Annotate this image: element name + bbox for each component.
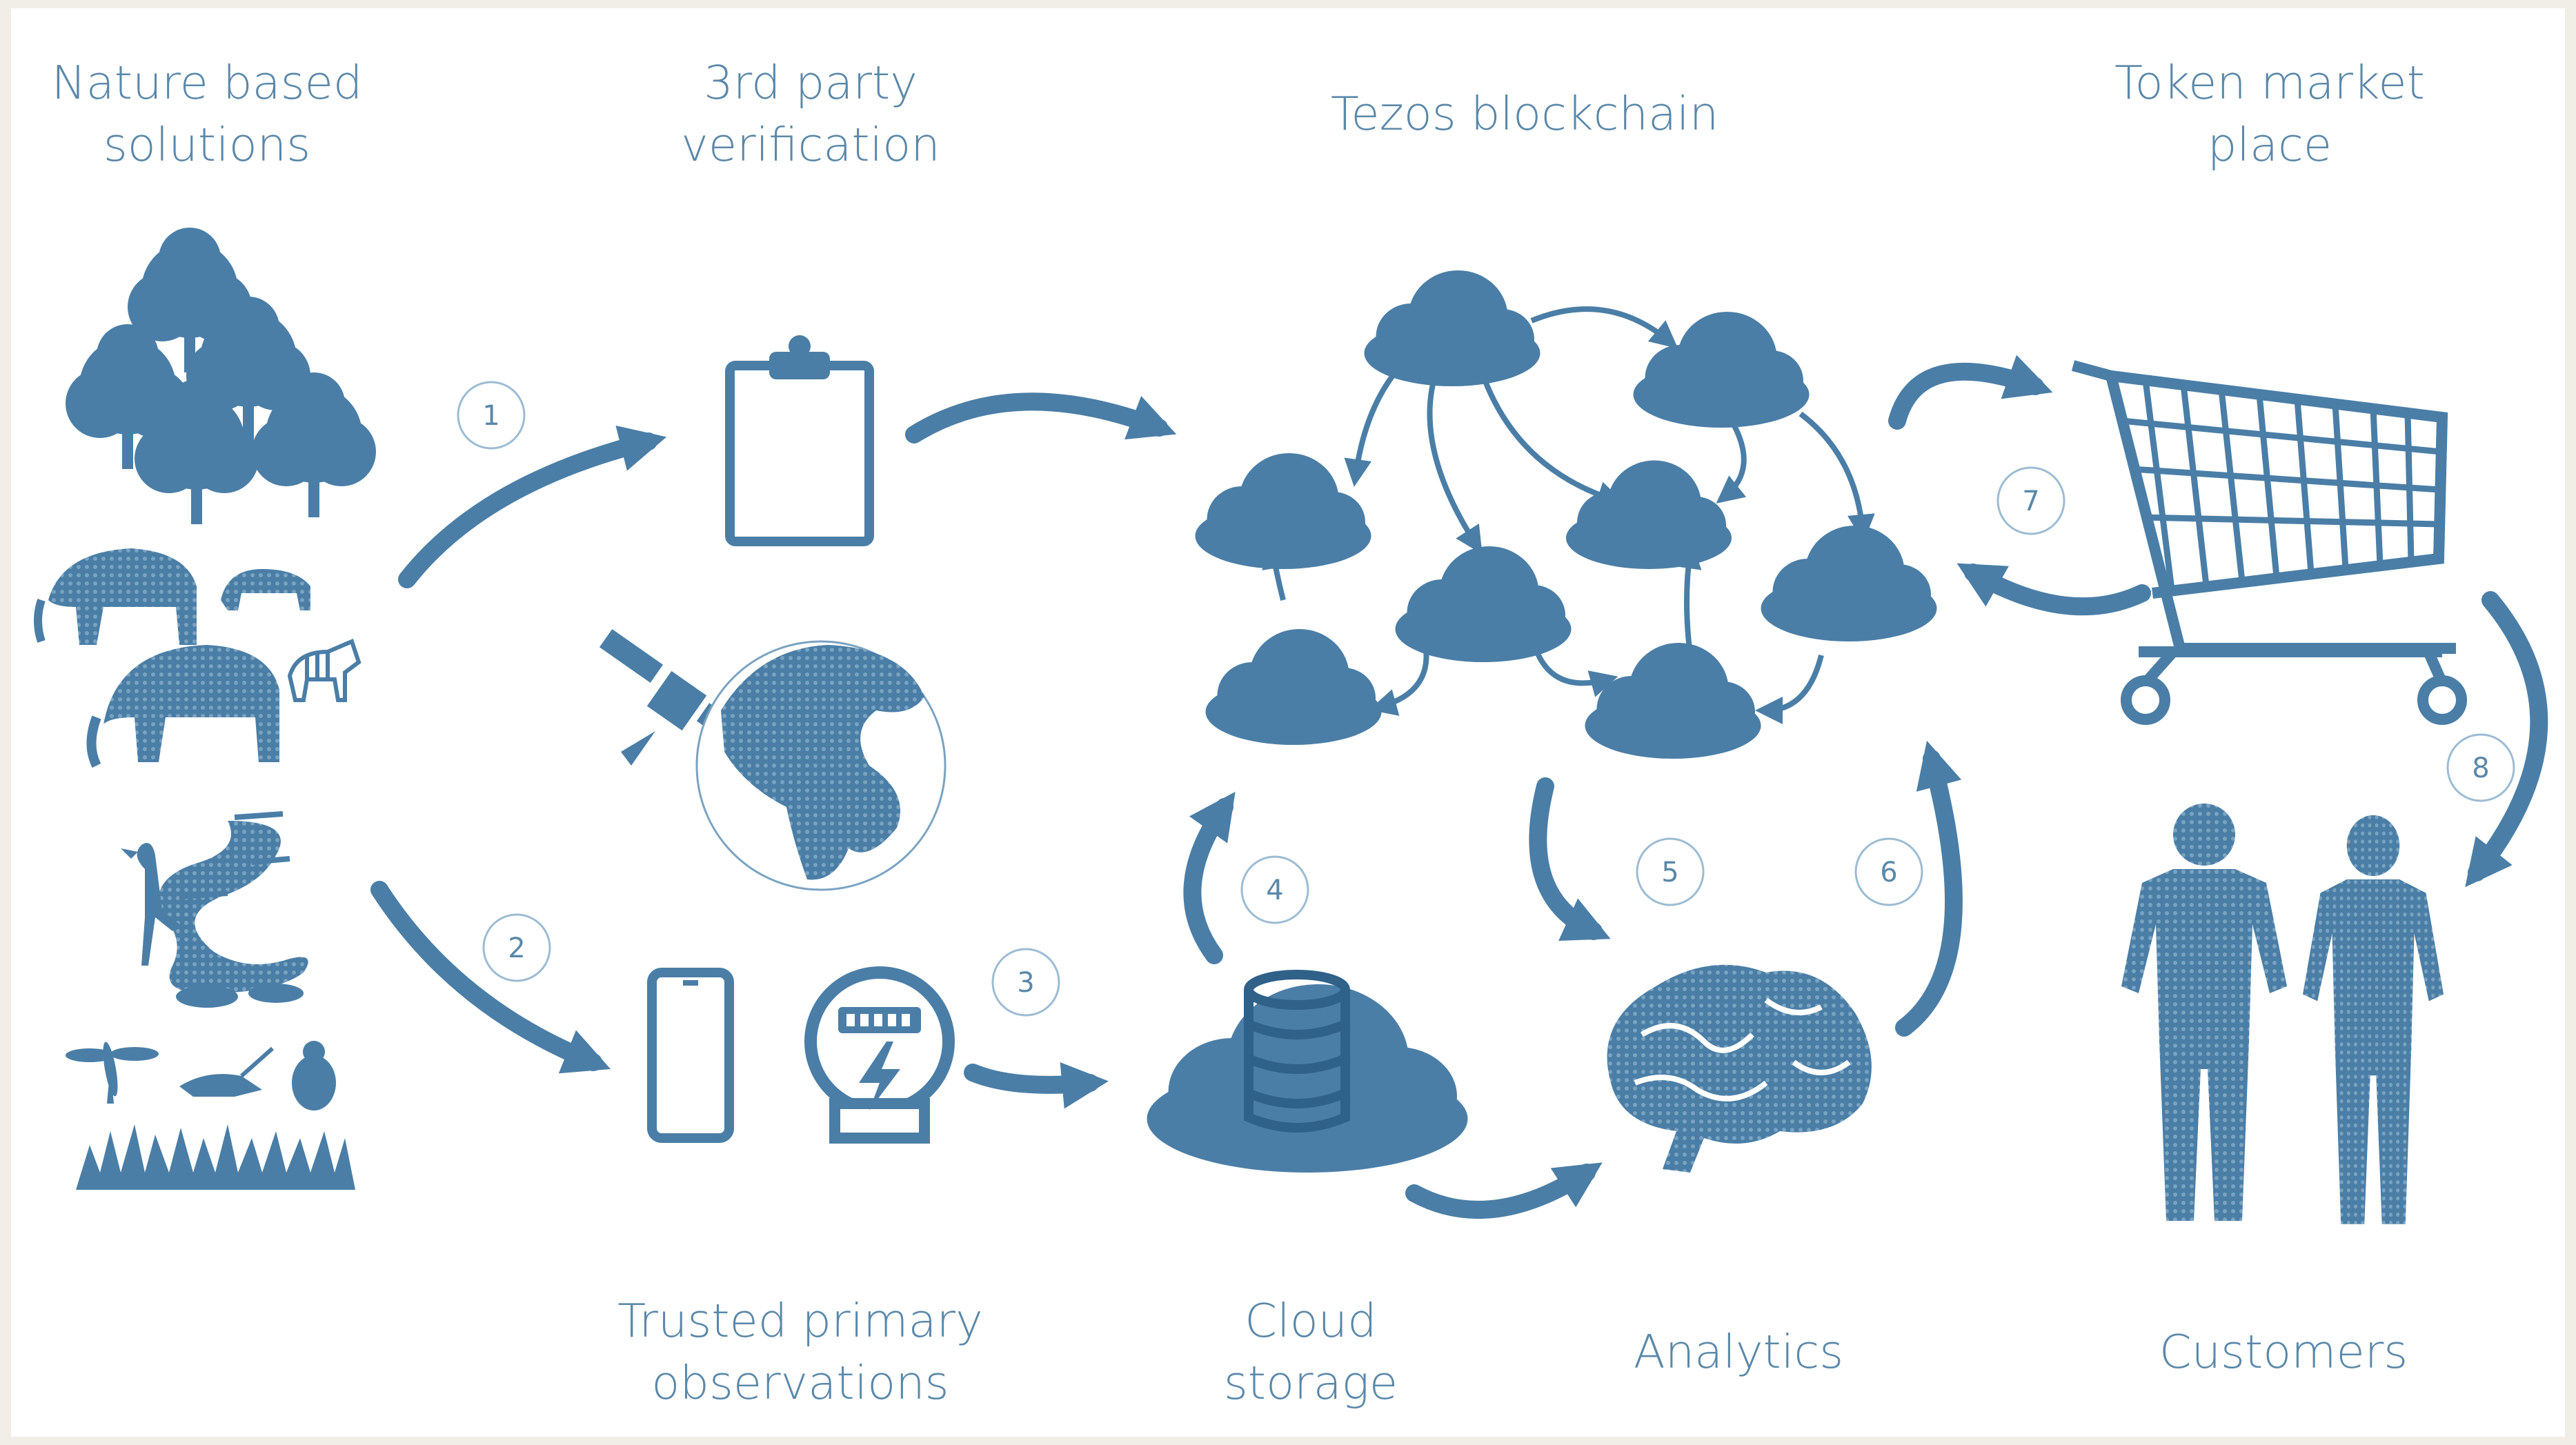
- step-3: 3: [991, 948, 1060, 1017]
- step-2: 2: [482, 913, 551, 982]
- arrow-step-5: [1529, 777, 1611, 941]
- step-4: 4: [1240, 855, 1309, 924]
- svg-text:5: 5: [1661, 857, 1678, 888]
- arrow-step-3: [964, 1062, 1109, 1109]
- svg-text:7: 7: [2022, 486, 2039, 517]
- power-meter-icon: [804, 966, 955, 1144]
- svg-text:1: 1: [482, 400, 499, 432]
- step-7: 7: [1997, 466, 2065, 535]
- arrow-storage-to-analytics: [1405, 1162, 1603, 1219]
- arrow-verification-to-blockchain: [905, 392, 1177, 444]
- trees-icon: [66, 228, 376, 524]
- svg-text:6: 6: [1880, 857, 1897, 888]
- flow-arrows: [370, 355, 2548, 1219]
- smartphone-icon: [647, 968, 734, 1143]
- svg-text:2: 2: [508, 933, 525, 964]
- wildlife-icon: [34, 548, 361, 768]
- cloud-network-icon: [1195, 270, 1937, 759]
- step-6: 6: [1854, 837, 1923, 906]
- arrow-step-7a: [1888, 355, 2053, 430]
- step-markers: 1 2 3 4 5 6 7 8: [457, 381, 2515, 1017]
- step-1: 1: [457, 381, 526, 450]
- label-token-market-place: Token market place: [2114, 56, 2425, 172]
- arrow-step-4: [1183, 791, 1236, 964]
- arrow-step-8: [2465, 591, 2548, 888]
- label-tezos-blockchain: Tezos blockchain: [1330, 87, 1719, 141]
- svg-text:3: 3: [1017, 967, 1034, 999]
- label-nature-based-solutions: Nature based solutions: [51, 56, 363, 172]
- step-8: 8: [2446, 733, 2515, 802]
- label-trusted-primary-observations: Trusted primary observations: [617, 1294, 983, 1410]
- label-cloud-storage: Cloud storage: [1223, 1294, 1398, 1410]
- arrow-step-6: [1895, 740, 1963, 1037]
- label-analytics: Analytics: [1633, 1325, 1844, 1379]
- cloud-database-icon: [1147, 970, 1468, 1173]
- label-customers: Customers: [2159, 1325, 2408, 1379]
- shopping-cart-icon: [2071, 360, 2467, 725]
- globe-icon: [695, 640, 947, 891]
- svg-text:4: 4: [1266, 875, 1283, 906]
- svg-text:8: 8: [2472, 753, 2489, 784]
- insects-icon: [66, 1041, 355, 1190]
- customers-icon: [2121, 804, 2444, 1224]
- label-3rd-party-verification: 3rd party verification: [681, 56, 940, 172]
- arrow-step-7b: [1956, 563, 2151, 616]
- brain-icon: [1607, 964, 1872, 1173]
- step-5: 5: [1636, 837, 1705, 906]
- arrow-step-2: [370, 881, 611, 1074]
- wetland-icon: [121, 811, 308, 1008]
- clipboard-icon: [725, 335, 874, 546]
- arrow-step-1: [398, 426, 667, 588]
